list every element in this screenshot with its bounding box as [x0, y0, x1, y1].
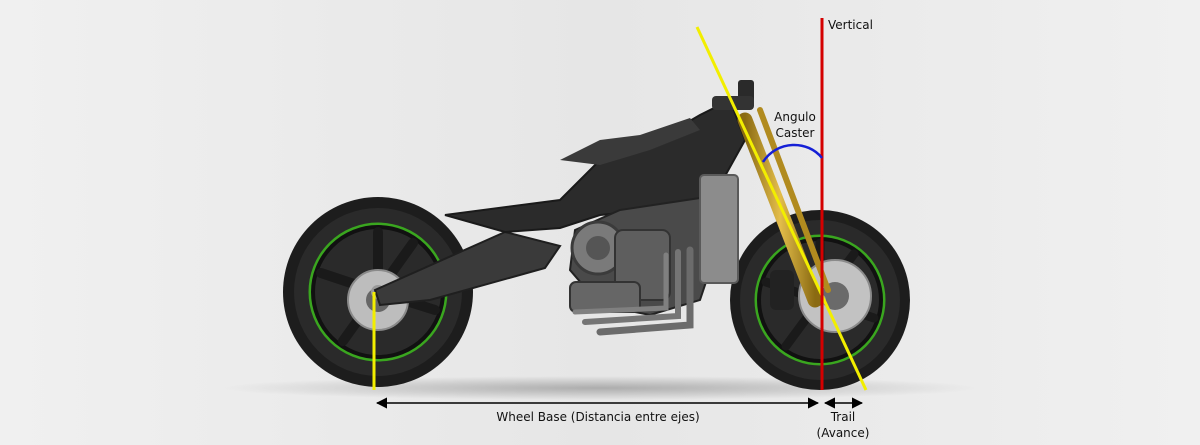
vertical-label: Vertical	[828, 18, 873, 32]
caster-label-line1: Angulo	[774, 110, 816, 124]
radiator	[699, 174, 739, 284]
caster-label-line2: Caster	[775, 126, 814, 140]
trail-label-line1: Trail	[830, 410, 856, 424]
caster-angle-arc	[761, 143, 823, 163]
exhaust	[572, 246, 694, 336]
wheelbase-label: Wheel Base (Distancia entre ejes)	[496, 410, 699, 424]
trail-label-line2: (Avance)	[817, 426, 870, 440]
front-wheel	[730, 210, 910, 390]
engine	[569, 220, 671, 313]
front-fork	[737, 107, 831, 308]
steering-axis-line	[695, 26, 868, 391]
